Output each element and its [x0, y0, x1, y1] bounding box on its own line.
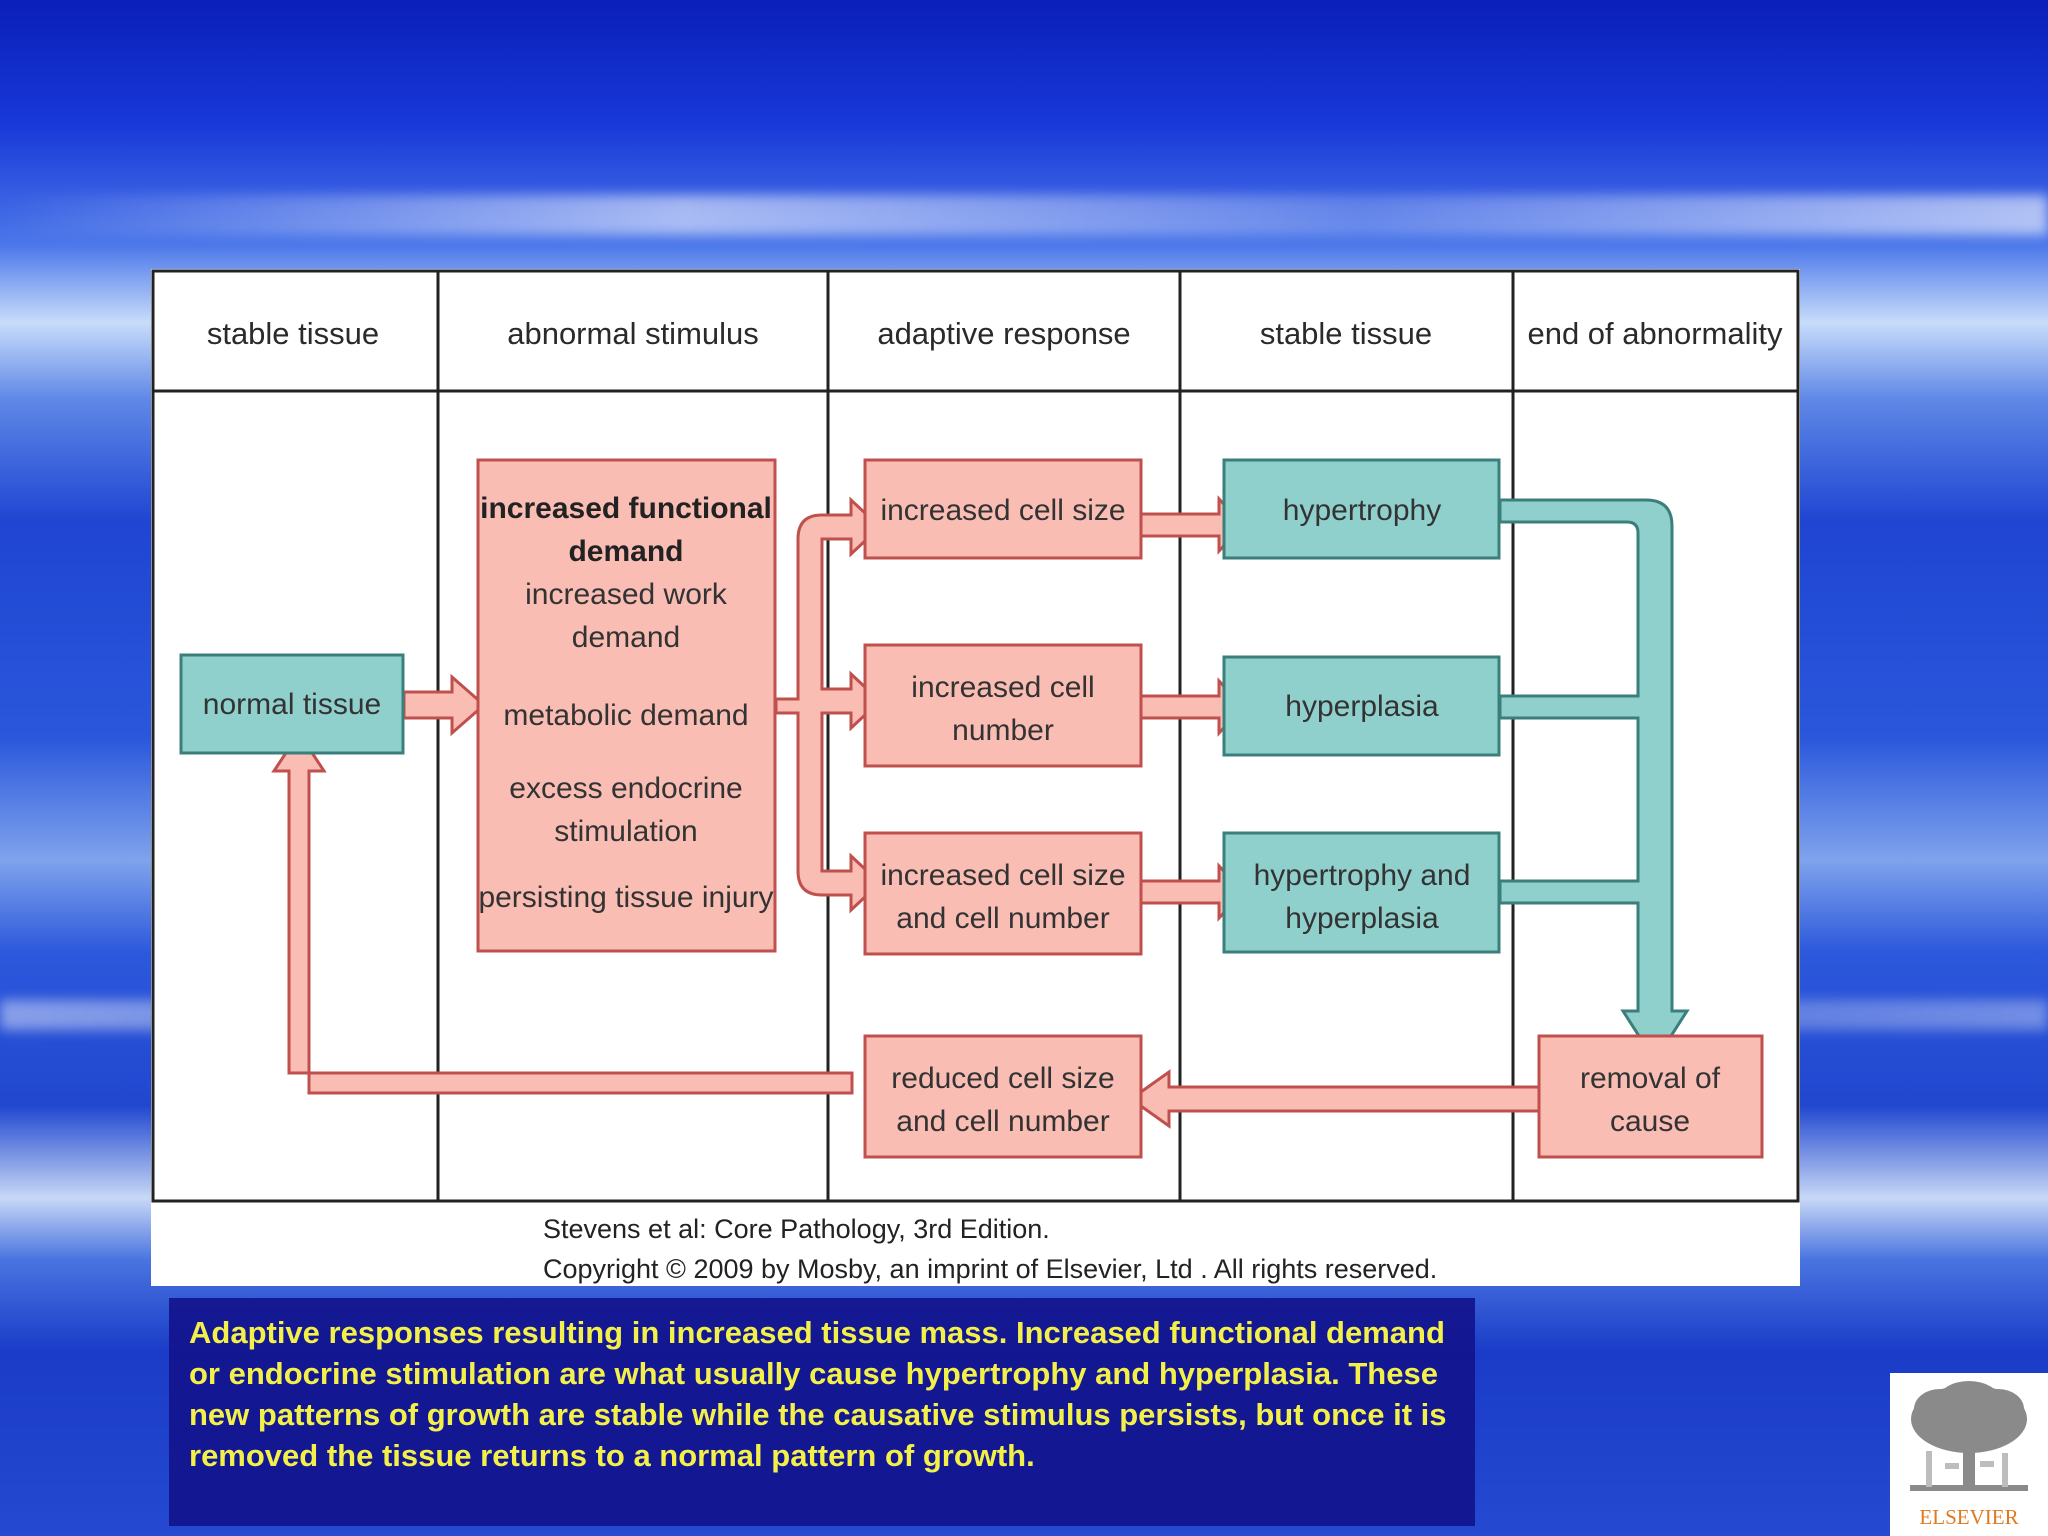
arrow-outcomes-to-removal	[1498, 498, 1690, 1064]
label-increased-cell-size: increased cell size	[880, 494, 1125, 527]
label-work-demand-2: demand	[572, 621, 680, 654]
label-endocrine-1: excess endocrine	[509, 772, 742, 805]
caption-text: Adaptive responses resulting in increase…	[189, 1315, 1447, 1473]
teal-boxes	[179, 458, 1501, 954]
elsevier-logo: ELSEVIER	[1890, 1373, 2048, 1536]
credit-line-1: Stevens et al: Core Pathology, 3rd Editi…	[543, 1214, 1050, 1244]
adaptive-response-flow-diagram: stable tissue abnormal stimulus adaptive…	[151, 269, 1800, 1203]
arrow-removal-to-reduced	[1128, 1069, 1541, 1129]
caption-box: Adaptive responses resulting in increase…	[169, 1298, 1475, 1526]
box-hypertrophy	[1222, 458, 1501, 560]
label-both-2: hyperplasia	[1285, 902, 1439, 935]
column-header-stable-tissue-2: stable tissue	[1260, 316, 1432, 351]
label-increased-cell-number-2: number	[952, 714, 1054, 747]
outcome-text: hypertrophy hyperplasia hypertrophy and …	[1254, 494, 1721, 1138]
label-normal-tissue: normal tissue	[203, 688, 381, 721]
pink-boxes	[476, 458, 1764, 1159]
stimulus-text: increased functional demand increased wo…	[478, 492, 773, 914]
label-increased-cell-number-1: increased cell	[911, 671, 1094, 704]
box-hyperplasia	[1222, 655, 1501, 757]
arrow-normal-to-stimulus	[402, 673, 487, 737]
label-hypertrophy: hypertrophy	[1283, 494, 1441, 527]
label-both-1: hypertrophy and	[1254, 859, 1471, 892]
label-stimulus-title-1: increased functional	[480, 492, 772, 525]
label-hyperplasia: hyperplasia	[1285, 690, 1439, 723]
box-increased-size-and-number	[863, 831, 1143, 956]
elsevier-tree-icon	[1910, 1381, 2028, 1491]
box-stimulus	[476, 458, 777, 953]
label-persisting-injury: persisting tissue injury	[478, 881, 773, 914]
label-work-demand-1: increased work	[525, 578, 728, 611]
box-hypertrophy-and-hyperplasia	[1222, 831, 1501, 954]
label-removal-1: removal of	[1580, 1062, 1721, 1095]
figure-panel: stable tissue abnormal stimulus adaptive…	[151, 269, 1800, 1286]
figure-credit: Stevens et al: Core Pathology, 3rd Editi…	[543, 1209, 1743, 1289]
column-header-end-of-abnormality: end of abnormality	[1527, 316, 1783, 351]
label-metabolic-demand: metabolic demand	[503, 699, 748, 732]
label-reduced-1: reduced cell size	[891, 1062, 1114, 1095]
credit-line-2: Copyright © 2009 by Mosby, an imprint of…	[543, 1254, 1438, 1284]
box-increased-cell-number	[863, 643, 1143, 768]
label-increased-both-1: increased cell size	[880, 859, 1125, 892]
box-normal-tissue	[179, 653, 405, 755]
teal-arrows	[1498, 498, 1690, 1064]
background-streak	[0, 195, 2048, 235]
label-endocrine-2: stimulation	[554, 815, 697, 848]
response-text: increased cell size increased cell numbe…	[880, 494, 1125, 1138]
column-header-adaptive-response: adaptive response	[877, 316, 1130, 351]
box-reduced-size-and-number	[863, 1034, 1143, 1159]
column-header-stable-tissue: stable tissue	[207, 316, 379, 351]
label-removal-2: cause	[1610, 1105, 1690, 1138]
box-increased-cell-size	[863, 458, 1143, 560]
label-stimulus-title-2: demand	[568, 535, 683, 568]
table-grid	[151, 269, 1800, 1203]
label-increased-both-2: and cell number	[896, 902, 1109, 935]
column-header-abnormal-stimulus: abnormal stimulus	[507, 316, 759, 351]
box-removal-of-cause	[1537, 1034, 1764, 1159]
label-reduced-2: and cell number	[896, 1105, 1109, 1138]
pink-arrows	[271, 495, 1541, 1129]
elsevier-wordmark: ELSEVIER	[1919, 1505, 2019, 1529]
